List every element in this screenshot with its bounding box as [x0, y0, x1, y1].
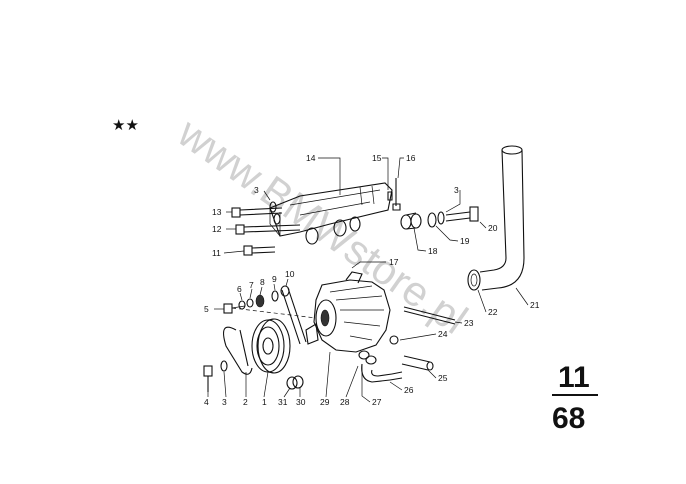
- callout-9: 9: [272, 274, 277, 284]
- leader-lines: [207, 157, 529, 403]
- spacer-9: [271, 290, 279, 302]
- callout-18: 18: [428, 246, 438, 256]
- bushing-18: [400, 212, 422, 230]
- washer-3-top: [269, 201, 277, 213]
- bolt-11: [243, 245, 276, 256]
- callout-1: 1: [262, 397, 267, 407]
- assembly-axis-line: [231, 307, 317, 319]
- bolt-13: [231, 207, 283, 218]
- screw-16: [392, 178, 401, 211]
- hose-clamp-22: [467, 269, 481, 291]
- washer-3-right: [437, 211, 445, 225]
- callout-23: 23: [464, 318, 474, 328]
- page-number: 11 68: [552, 361, 598, 435]
- washer-7: [246, 298, 254, 308]
- callout-6: 6: [237, 284, 242, 294]
- callout-17: 17: [389, 257, 399, 267]
- callout-10: 10: [285, 269, 295, 279]
- adjusting-link-10: [280, 285, 307, 345]
- callout-8: 8: [260, 277, 265, 287]
- page-number-top: 11: [558, 361, 590, 394]
- washer-3-bottom: [220, 360, 228, 372]
- callout-12: 12: [212, 224, 222, 234]
- callout-3-bottom: 3: [222, 397, 227, 407]
- spring-8: [255, 294, 265, 308]
- hose-26: [389, 371, 403, 381]
- callout-28: 28: [340, 397, 350, 407]
- callout-16: 16: [406, 153, 416, 163]
- callout-30: 30: [296, 397, 306, 407]
- callout-21: 21: [530, 300, 540, 310]
- callout-3-right: 3: [454, 185, 459, 195]
- v-belt-2: [223, 326, 253, 375]
- callout-24: 24: [438, 329, 448, 339]
- callout-25: 25: [438, 373, 448, 383]
- callout-2: 2: [243, 397, 248, 407]
- pipe-25: [401, 355, 434, 371]
- bolt-4: [203, 365, 213, 392]
- bolt-5: [223, 303, 246, 314]
- callout-29: 29: [320, 397, 330, 407]
- callout-4: 4: [204, 397, 209, 407]
- fitting-27-28: [358, 350, 393, 383]
- callout-20: 20: [488, 223, 498, 233]
- callout-14: 14: [306, 153, 316, 163]
- bolt-20: [445, 206, 479, 222]
- callout-11: 11: [212, 248, 221, 258]
- nut-30-31: [286, 375, 304, 390]
- callout-7: 7: [249, 280, 254, 290]
- callout-13: 13: [212, 207, 222, 217]
- bolt-12: [235, 224, 301, 235]
- callout-27: 27: [372, 397, 382, 407]
- hose-21: [479, 145, 525, 291]
- pump-housing: [305, 271, 391, 353]
- nut-24: [389, 335, 399, 345]
- callout-31: 31: [278, 397, 288, 407]
- callout-15: 15: [372, 153, 382, 163]
- page-number-bottom: 68: [552, 402, 585, 435]
- screw-15: [387, 191, 393, 201]
- marker-stars: ★★: [112, 116, 139, 134]
- stud-23: [403, 306, 456, 325]
- callout-labels: 14 15 16 3 3 13 12 11 17 18 19 20 21 22 …: [204, 153, 540, 407]
- callout-19: 19: [460, 236, 470, 246]
- pulley-1: [251, 318, 291, 374]
- washer-3-top-b: [273, 213, 281, 225]
- callout-26: 26: [404, 385, 414, 395]
- washer-6: [238, 300, 246, 310]
- callout-22: 22: [488, 307, 498, 317]
- callout-5: 5: [204, 304, 209, 314]
- callout-3-top: 3: [254, 185, 259, 195]
- washer-19: [427, 212, 437, 228]
